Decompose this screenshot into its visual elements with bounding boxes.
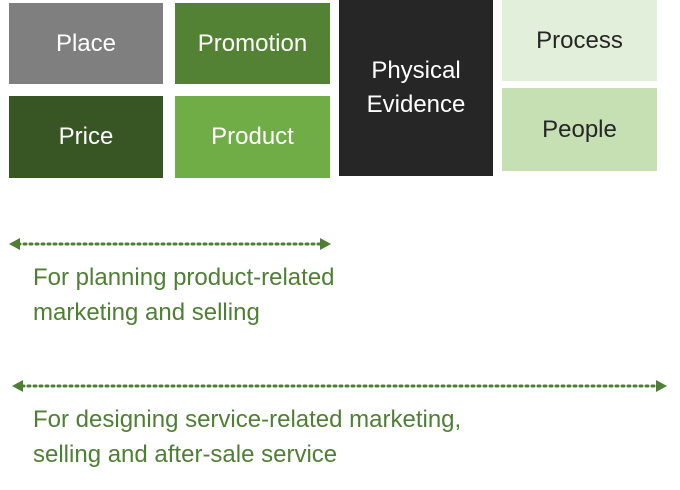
service-scope-arrow [12, 380, 667, 392]
service-caption-line1: For designing service-related marketing, [33, 406, 462, 433]
physical-evidence-label-line1: Physical [371, 57, 461, 84]
people-label: People [542, 115, 617, 143]
place-label: Place [55, 29, 117, 57]
process-box: Process [502, 0, 657, 81]
promotion-box: Promotion [175, 3, 330, 84]
physical-evidence-label-line2: Evidence [366, 91, 466, 118]
physical-evidence-box: Physical Evidence [339, 0, 493, 176]
place-box: Place [9, 3, 163, 84]
product-box: Product [175, 96, 330, 178]
service-caption-line2: selling and after-sale service [33, 441, 338, 468]
product-caption-line2: marketing and selling [33, 299, 260, 326]
arrowhead-left-icon [9, 238, 20, 250]
process-label: Process [536, 26, 623, 54]
promotion-label: Promotion [197, 29, 308, 57]
price-box: Price [9, 96, 163, 178]
arrowhead-right-icon [656, 380, 667, 392]
arrowhead-left-icon [12, 380, 23, 392]
product-scope-arrow [9, 238, 331, 250]
people-box: People [502, 88, 657, 171]
service-scope-caption: For designing service-related marketing,… [33, 402, 461, 472]
price-label: Price [58, 123, 114, 150]
product-caption-line1: For planning product-related [33, 264, 335, 291]
arrowhead-right-icon [320, 238, 331, 250]
product-label: Product [211, 123, 294, 150]
product-scope-caption: For planning product-related marketing a… [33, 260, 335, 330]
